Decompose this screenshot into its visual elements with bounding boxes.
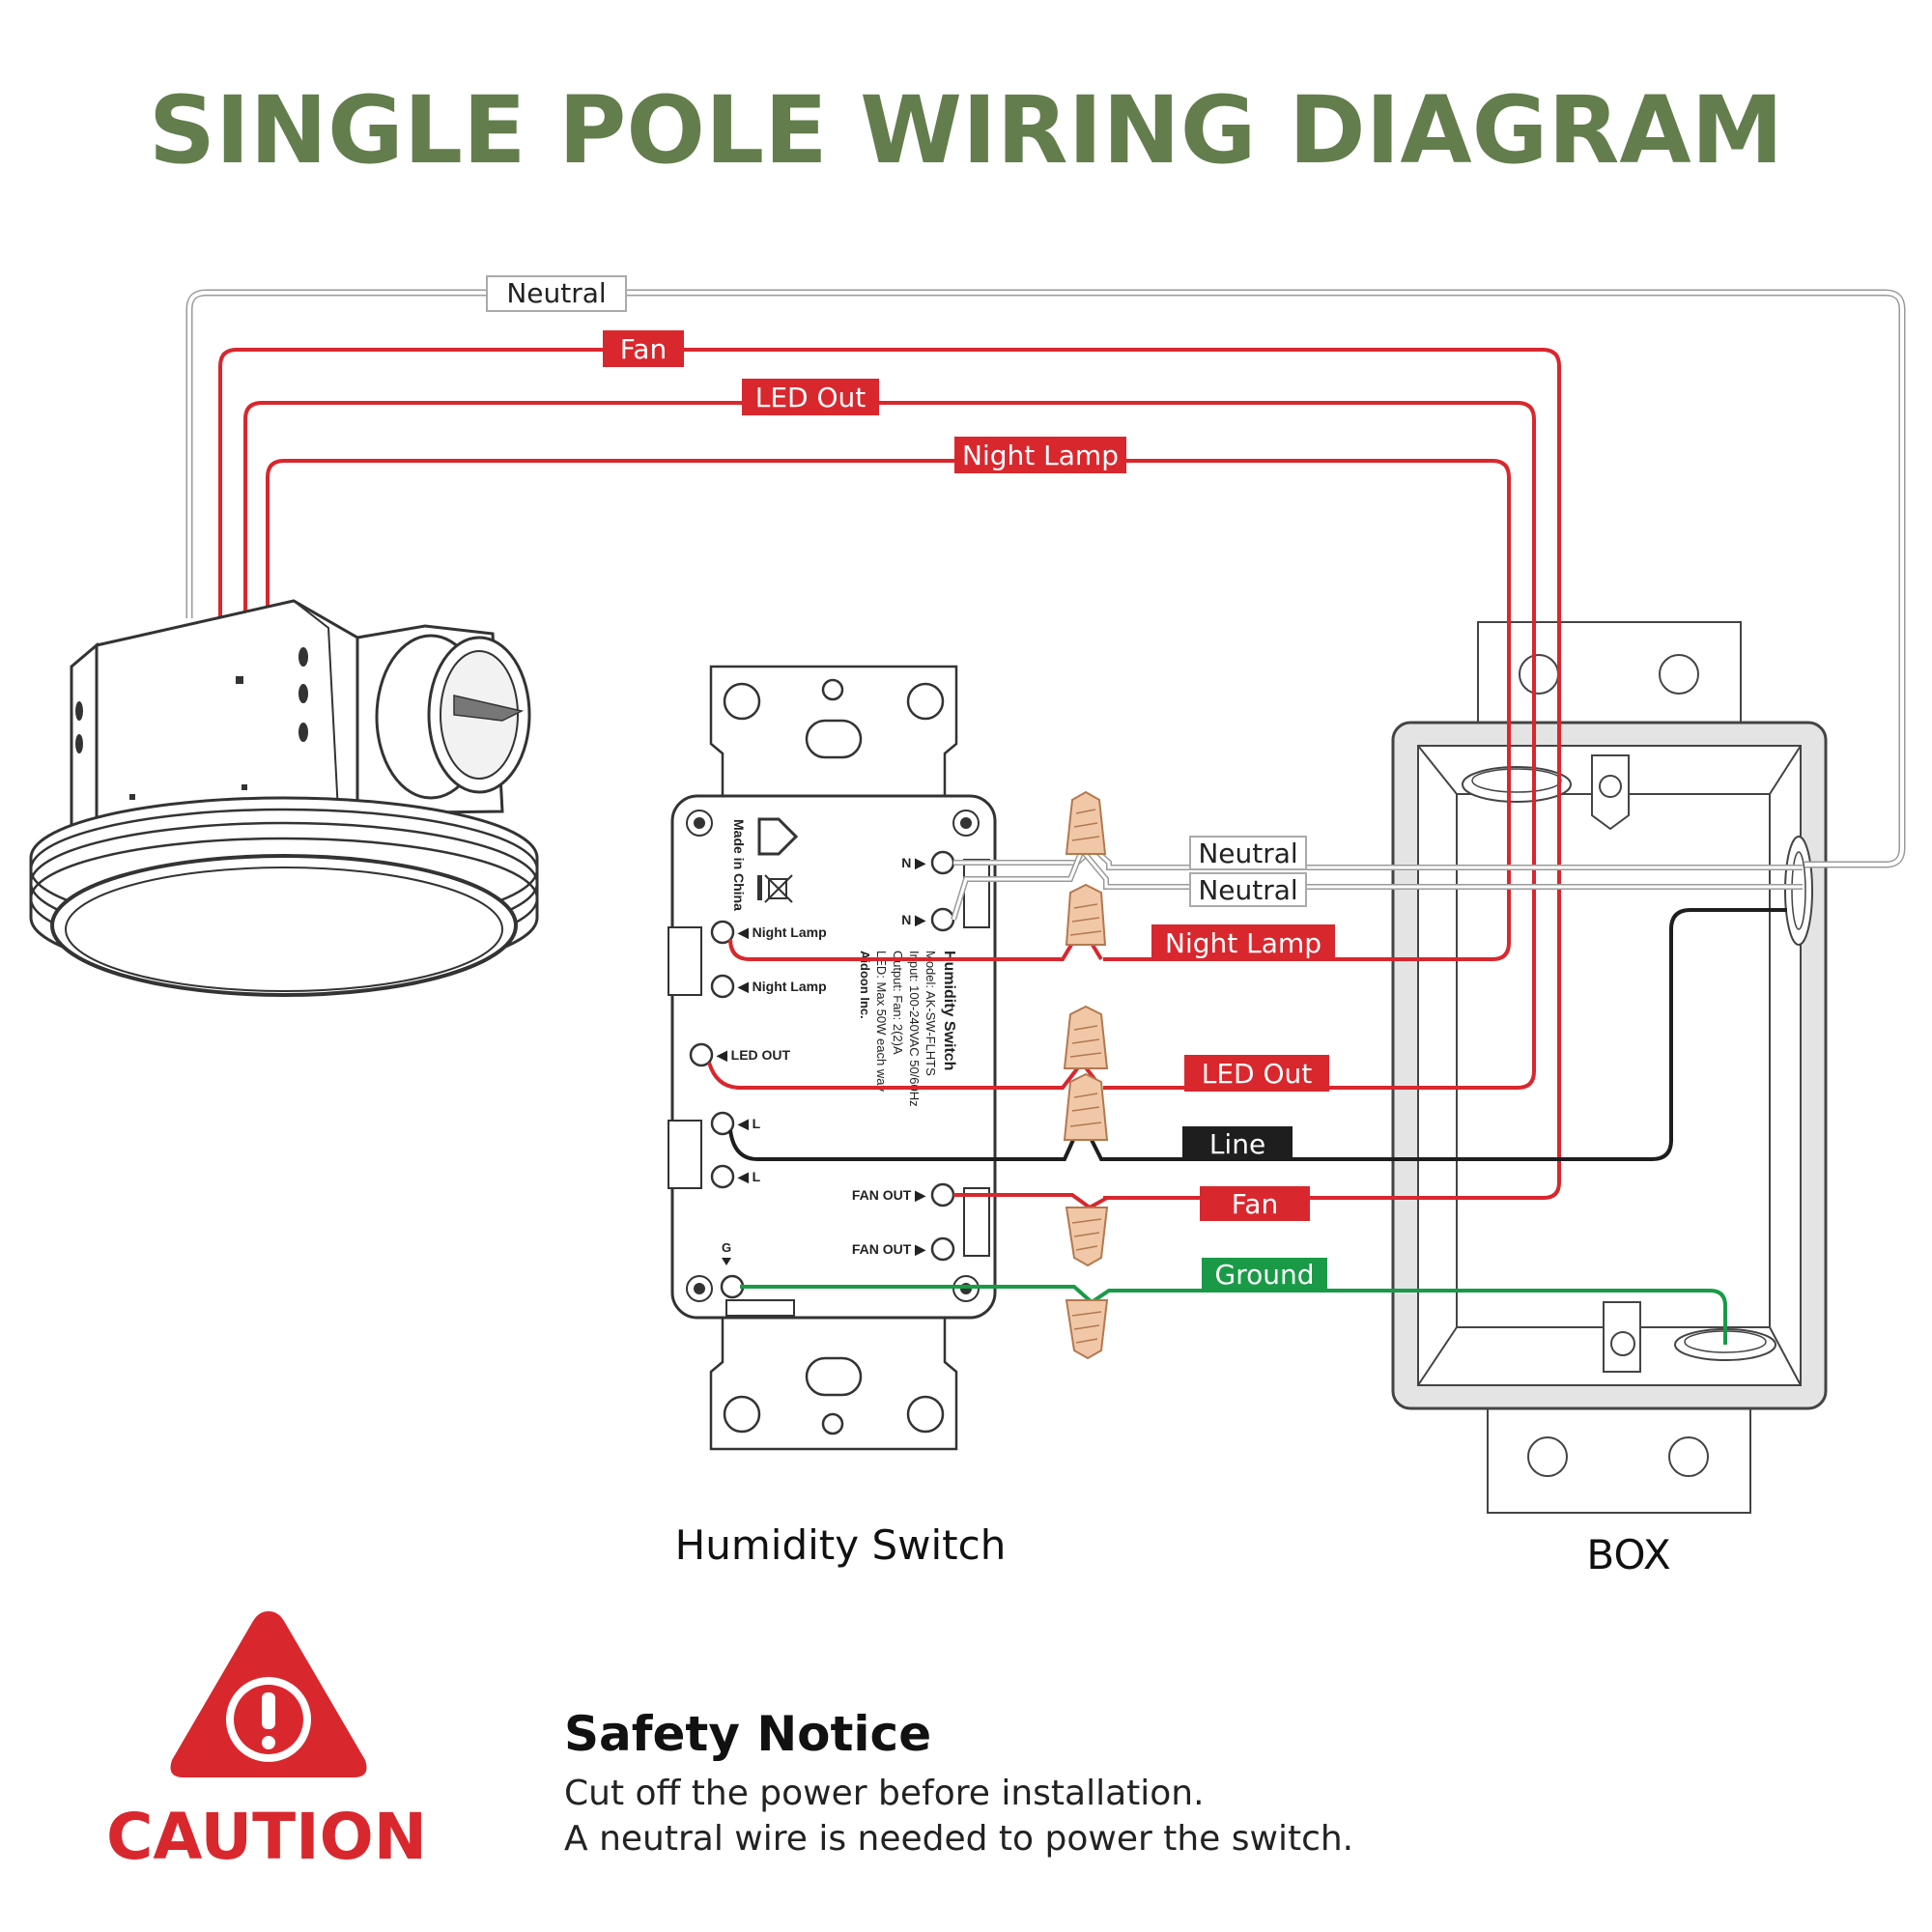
- wire-label-top-fan: Fan: [620, 333, 667, 365]
- notice-heading: Safety Notice: [564, 1706, 931, 1762]
- caution-label: CAUTION: [106, 1800, 427, 1874]
- notice-line-2: A neutral wire is needed to power the sw…: [564, 1819, 1353, 1859]
- wire-label-night-lamp: Night Lamp: [1165, 927, 1321, 959]
- label-led-out: ◀ LED OUT: [716, 1047, 791, 1063]
- wire-label-top-night-lamp: Night Lamp: [962, 440, 1119, 471]
- box-bottom-bracket: [1487, 1407, 1751, 1514]
- wire-labels: Neutral Fan LED Out Night Lamp Neutral N…: [486, 275, 1335, 1291]
- box-top-bracket: [1477, 621, 1742, 729]
- label-n-1: N ▶: [901, 855, 926, 870]
- notice-line-1: Cut off the power before installation.: [564, 1774, 1205, 1813]
- wire-label-top-led-out: LED Out: [755, 382, 867, 413]
- spec-line-6: Aidoon Inc.: [858, 951, 872, 1019]
- wire-label-fan: Fan: [1232, 1188, 1278, 1220]
- electrical-box: [1391, 621, 1828, 1514]
- terminal-fan-out-1: [930, 1182, 955, 1208]
- box-caption: BOX: [1586, 1531, 1670, 1578]
- label-fan-out-1: FAN OUT ▶: [852, 1187, 926, 1203]
- terminal-n-2: [930, 907, 955, 932]
- wire-nut-ground: [1065, 1299, 1109, 1360]
- label-g: G: [722, 1240, 731, 1255]
- wire-label-line: Line: [1209, 1128, 1265, 1160]
- wire-label-top-neutral: Neutral: [506, 277, 606, 309]
- label-l-1: ◀ L: [737, 1116, 761, 1131]
- house-icon: [757, 817, 799, 856]
- warning-triangle-icon: [170, 1611, 367, 1777]
- wire-label-led-out: LED Out: [1202, 1058, 1313, 1090]
- terminal-l-1: [710, 1111, 735, 1136]
- switch-body: [670, 794, 997, 1320]
- spec-line-4: Output: Fan: 2(2)A: [891, 951, 905, 1055]
- spec-line-1: Humidity Switch: [941, 951, 957, 1070]
- terminal-fan-out-2: [930, 1236, 955, 1262]
- box-side-clamp: [1784, 836, 1813, 946]
- wire-label-neutral-2: Neutral: [1198, 874, 1297, 906]
- box-knockout-top: [1462, 766, 1572, 803]
- switch-caption: Humidity Switch: [675, 1521, 1007, 1569]
- weee-bin-icon: [757, 874, 793, 903]
- wire-label-ground: Ground: [1215, 1259, 1315, 1291]
- humidity-switch: ◀ Night Lamp ◀ Night Lamp ◀ LED OUT ◀ L …: [668, 665, 997, 1451]
- label-l-2: ◀ L: [737, 1169, 761, 1184]
- terminal-led-out: [689, 1042, 714, 1067]
- wire-label-neutral-1: Neutral: [1198, 838, 1297, 869]
- terminal-g: [720, 1274, 745, 1299]
- wire-nut-led-out: [1063, 1005, 1109, 1069]
- spec-line-3: Input: 100-240VAC 50/60Hz: [907, 951, 922, 1107]
- box-inner: [1417, 745, 1802, 1386]
- wire-nut-night-lamp: [1065, 883, 1107, 946]
- exhaust-fan-illustration: [29, 599, 539, 997]
- wire-nut-line: [1063, 1072, 1109, 1141]
- page-title: SINGLE POLE WIRING DIAGRAM: [149, 76, 1783, 185]
- made-in-label: Made in China: [731, 819, 747, 911]
- spec-line-5: LED: Max 50W each way: [874, 951, 889, 1092]
- top-wires: [185, 289, 1906, 1200]
- terminal-n-1: [930, 850, 955, 875]
- wire-nut-neutral: [1065, 790, 1107, 855]
- label-night-lamp-1: ◀ Night Lamp: [737, 924, 827, 940]
- label-night-lamp-2: ◀ Night Lamp: [737, 979, 827, 994]
- spec-line-2: Model: AK-SW-FLHTS: [923, 951, 938, 1076]
- terminal-night-lamp-2: [710, 974, 735, 999]
- terminal-night-lamp-1: [710, 920, 735, 945]
- fan-light-lens: [50, 854, 518, 997]
- wire-nut-fan: [1065, 1207, 1109, 1267]
- label-n-2: N ▶: [901, 912, 926, 927]
- terminal-l-2: [710, 1164, 735, 1189]
- label-fan-out-2: FAN OUT ▶: [852, 1241, 926, 1257]
